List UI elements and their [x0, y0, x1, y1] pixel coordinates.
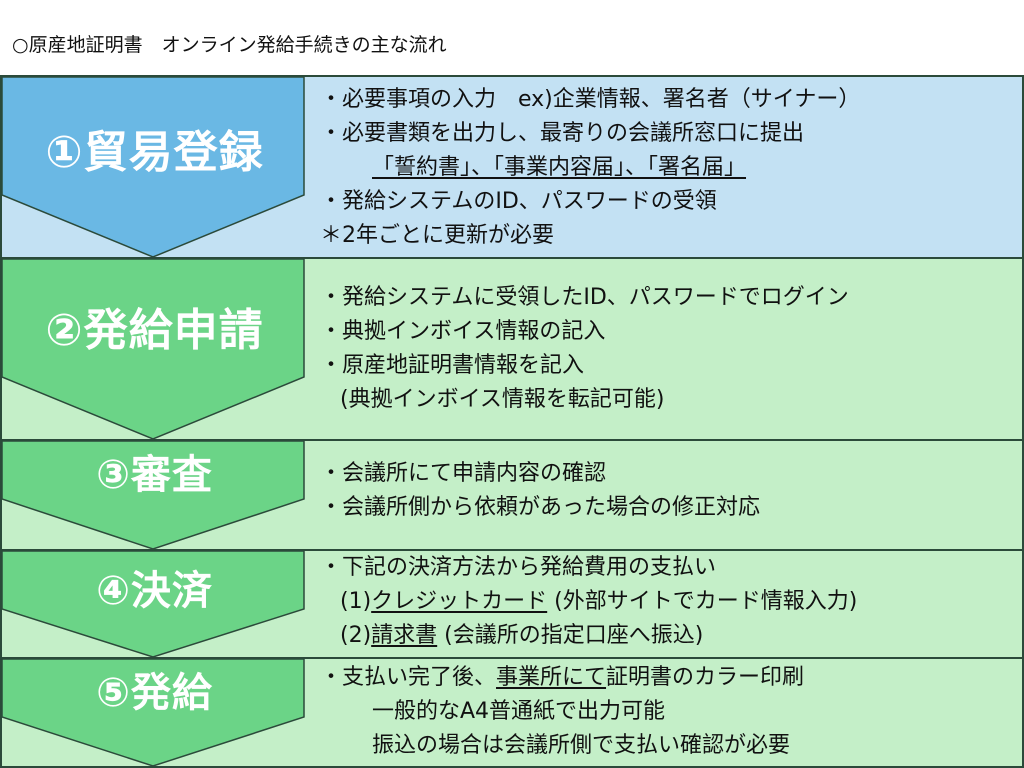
chevron-arrow-icon	[1, 550, 305, 658]
step-details: ・支払い完了後、事業所にて証明書のカラー印刷 一般的なA4普通紙で出力可能 振込…	[320, 661, 1016, 763]
detail-line: ・発給システムのID、パスワードの受領	[320, 189, 717, 214]
page-title: ○原産地証明書 オンライン発給手続きの主な流れ	[12, 34, 447, 56]
step-details: ・必要事項の入力 ex)企業情報、署名者（サイナー） ・必要書類を出力し、最寄り…	[320, 83, 1016, 253]
payment-option: (1)クレジットカード (外部サイトでカード情報入力)	[340, 589, 858, 614]
step-label: ④決済	[96, 568, 213, 614]
step-review: ③審査 ・会議所にて申請内容の確認 ・会議所側から依頼があった場合の修正対応	[0, 440, 1024, 551]
step-label: ①貿易登録	[45, 127, 264, 178]
step-details: ・下記の決済方法から発給費用の支払い (1)クレジットカード (外部サイトでカー…	[320, 551, 1016, 653]
step-label: ⑤発給	[96, 670, 213, 716]
detail-line: ・必要書類を出力し、最寄りの会議所窓口に提出	[320, 121, 805, 146]
step-issuance: ⑤発給 ・支払い完了後、事業所にて証明書のカラー印刷 一般的なA4普通紙で出力可…	[0, 658, 1024, 768]
step-issuance-application: ②発給申請 ・発給システムに受領したID、パスワードでログイン ・典拠インボイス…	[0, 258, 1024, 441]
step-label: ③審査	[96, 452, 213, 498]
required-documents: 「誓約書」、「事業内容届」、「署名届」	[372, 155, 747, 180]
step-trade-registration: ①貿易登録 ・必要事項の入力 ex)企業情報、署名者（サイナー） ・必要書類を出…	[0, 75, 1024, 259]
credit-card-link[interactable]: クレジットカード	[371, 589, 548, 614]
office-print-link[interactable]: 事業所にて	[496, 665, 607, 690]
chevron-arrow-icon	[1, 658, 305, 767]
step-label: ②発給申請	[45, 305, 264, 356]
detail-line: ・会議所側から依頼があった場合の修正対応	[320, 495, 761, 520]
detail-line: ・会議所にて申請内容の確認	[320, 461, 607, 486]
detail-line: 一般的なA4普通紙で出力可能	[372, 699, 666, 724]
payment-option: (2)請求書 (会議所の指定口座へ振込)	[340, 623, 704, 648]
detail-line: (典拠インボイス情報を転記可能)	[340, 387, 665, 412]
step-details: ・発給システムに受領したID、パスワードでログイン ・典拠インボイス情報の記入 …	[320, 281, 1016, 417]
chevron-arrow-icon	[1, 76, 305, 258]
invoice-link[interactable]: 請求書	[371, 623, 438, 648]
detail-line: ・典拠インボイス情報の記入	[320, 319, 606, 344]
detail-line: ・支払い完了後、事業所にて証明書のカラー印刷	[320, 665, 805, 690]
detail-line: ・必要事項の入力 ex)企業情報、署名者（サイナー）	[320, 87, 861, 112]
detail-line: ・下記の決済方法から発給費用の支払い	[320, 555, 717, 580]
step-payment: ④決済 ・下記の決済方法から発給費用の支払い (1)クレジットカード (外部サイ…	[0, 550, 1024, 659]
chevron-arrow-icon	[1, 258, 305, 440]
step-details: ・会議所にて申請内容の確認 ・会議所側から依頼があった場合の修正対応	[320, 457, 1016, 525]
detail-line: ・発給システムに受領したID、パスワードでログイン	[320, 285, 849, 310]
detail-line: 振込の場合は会議所側で支払い確認が必要	[372, 733, 791, 758]
detail-line: ・原産地証明書情報を記入	[320, 353, 585, 378]
chevron-arrow-icon	[1, 440, 305, 550]
renewal-note: ＊2年ごとに更新が必要	[320, 223, 554, 248]
